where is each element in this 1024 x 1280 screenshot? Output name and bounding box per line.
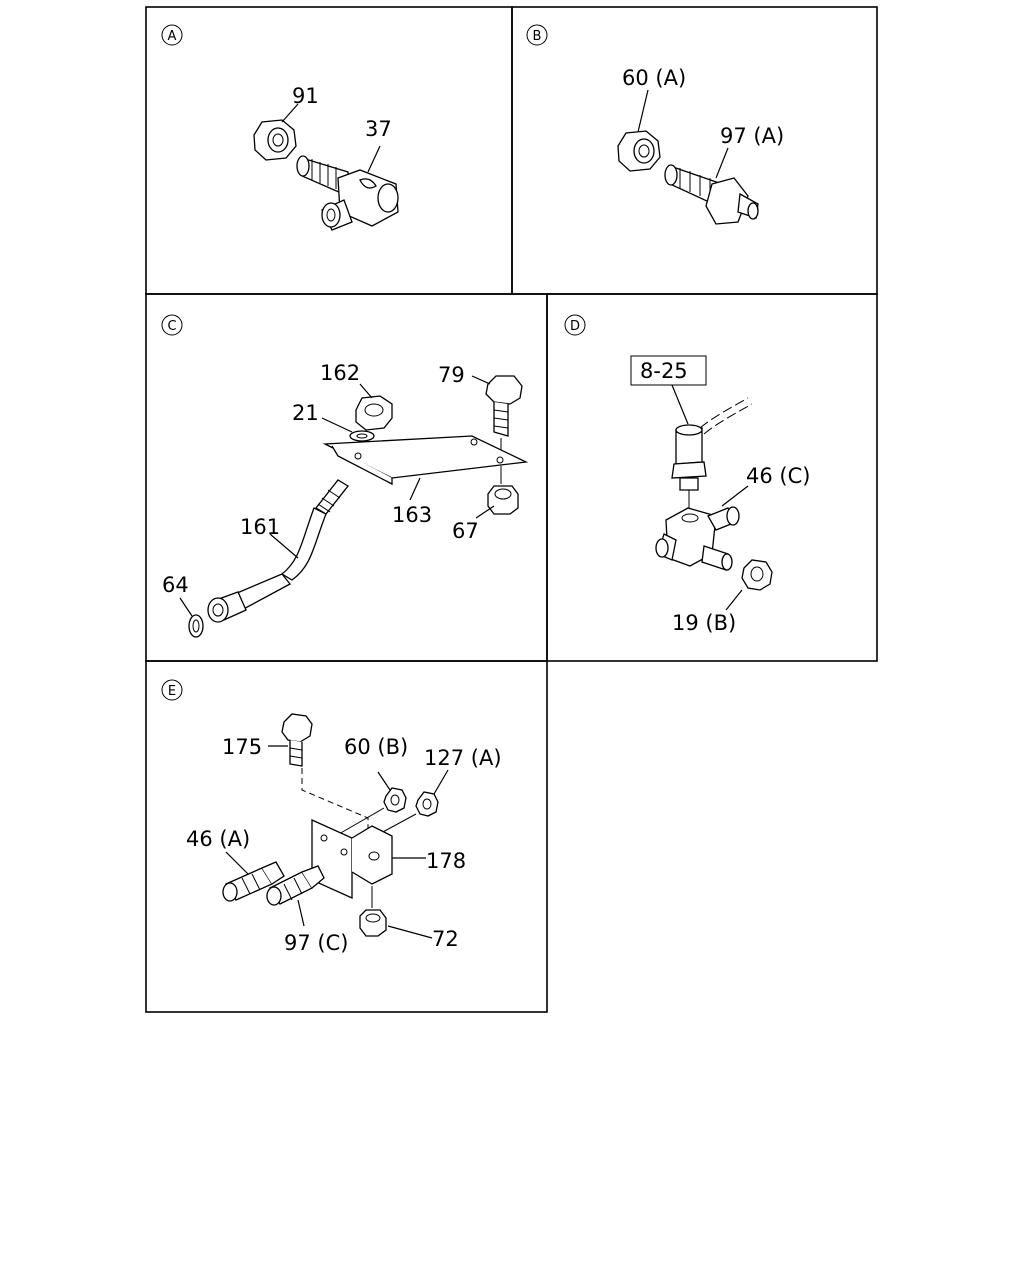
nut-60b-icon bbox=[383, 787, 407, 813]
panel-e-marker: E bbox=[161, 679, 183, 701]
panel-b-marker: B bbox=[526, 24, 548, 46]
panel-a: A 91 37 bbox=[161, 24, 399, 231]
tee-union-37-icon bbox=[296, 155, 399, 231]
label-127a: 127 (A) bbox=[424, 746, 502, 770]
label-46c: 46 (C) bbox=[746, 464, 810, 488]
nut-91-icon bbox=[253, 119, 297, 161]
connector-97c-icon bbox=[266, 865, 325, 906]
leader-60b bbox=[377, 771, 391, 791]
pressure-switch-icon bbox=[671, 397, 753, 491]
connector-46a-icon bbox=[222, 861, 285, 902]
panel-e-letter: E bbox=[168, 684, 176, 699]
panel-b: B 60 (A) 97 (A) bbox=[526, 24, 784, 225]
nut-162-icon bbox=[355, 395, 393, 431]
hose-161-icon bbox=[207, 479, 349, 623]
label-162: 162 bbox=[320, 361, 360, 385]
label-97a: 97 (A) bbox=[720, 124, 784, 148]
panel-b-letter: B bbox=[533, 29, 542, 44]
label-60a: 60 (A) bbox=[622, 66, 686, 90]
label-67: 67 bbox=[452, 519, 479, 543]
leader-72 bbox=[387, 925, 433, 939]
leader-163 bbox=[409, 477, 421, 501]
nut-67-icon bbox=[487, 485, 519, 515]
panel-a-frame bbox=[145, 6, 513, 295]
panel-c-marker: C bbox=[161, 314, 183, 336]
nut-127a-icon bbox=[415, 791, 439, 817]
leader-19b bbox=[725, 589, 743, 611]
connector-97a-icon bbox=[664, 164, 759, 225]
panel-a-letter: A bbox=[168, 29, 177, 44]
bracket-163-icon bbox=[322, 435, 529, 486]
leader-97a bbox=[715, 147, 729, 179]
leader-127a bbox=[433, 769, 449, 795]
panel-d: D 8-25 46 (C) bbox=[564, 314, 810, 635]
cross-fitting-46c-icon bbox=[655, 506, 740, 571]
label-60b: 60 (B) bbox=[344, 735, 408, 759]
label-79: 79 bbox=[438, 363, 465, 387]
leader-21 bbox=[321, 417, 353, 433]
leader-46a bbox=[225, 851, 249, 875]
leader-46c bbox=[721, 485, 749, 507]
washer-21-icon bbox=[349, 430, 375, 442]
bolt-175-axis bbox=[301, 768, 369, 832]
panel-c: C 162 21 79 bbox=[161, 314, 529, 638]
ref-box-8-25 bbox=[630, 355, 707, 386]
label-64: 64 bbox=[162, 573, 189, 597]
leader-91 bbox=[281, 103, 299, 123]
leader-162 bbox=[359, 383, 373, 399]
leader-97c bbox=[297, 899, 305, 927]
panel-e-frame bbox=[145, 660, 548, 1013]
panel-e: E 175 60 (B) 127 (A) bbox=[161, 679, 502, 955]
bolt-79-icon bbox=[485, 375, 523, 437]
label-37: 37 bbox=[365, 117, 392, 141]
panel-d-marker: D bbox=[564, 314, 586, 336]
panel-c-letter: C bbox=[167, 319, 176, 334]
nut-72-icon bbox=[359, 909, 387, 937]
nut-60a-icon bbox=[617, 130, 661, 172]
washer-64-icon bbox=[188, 614, 204, 638]
label-21: 21 bbox=[292, 401, 319, 425]
label-175: 175 bbox=[222, 735, 262, 759]
label-161: 161 bbox=[240, 515, 280, 539]
leader-67 bbox=[475, 505, 495, 519]
bolt-175-icon bbox=[281, 713, 313, 767]
leader-79 bbox=[471, 375, 491, 385]
leader-37 bbox=[367, 145, 381, 173]
label-46a: 46 (A) bbox=[186, 827, 250, 851]
nut-19b-icon bbox=[741, 559, 773, 591]
panel-frames bbox=[145, 6, 878, 1013]
leader-64 bbox=[179, 597, 193, 617]
panel-b-frame bbox=[511, 6, 878, 295]
label-97c: 97 (C) bbox=[284, 931, 348, 955]
leader-8-25 bbox=[671, 384, 689, 425]
label-91: 91 bbox=[292, 84, 319, 108]
bracket-178-icon bbox=[311, 818, 393, 900]
panel-a-marker: A bbox=[161, 24, 183, 46]
label-178: 178 bbox=[426, 849, 466, 873]
label-163: 163 bbox=[392, 503, 432, 527]
label-72: 72 bbox=[432, 927, 459, 951]
leader-60a bbox=[637, 89, 649, 133]
panel-c-frame bbox=[145, 293, 548, 662]
label-8-25: 8-25 bbox=[640, 359, 688, 383]
panel-d-letter: D bbox=[570, 319, 580, 334]
leader-161 bbox=[269, 533, 299, 559]
panel-d-frame bbox=[546, 293, 878, 662]
label-19b: 19 (B) bbox=[672, 611, 736, 635]
